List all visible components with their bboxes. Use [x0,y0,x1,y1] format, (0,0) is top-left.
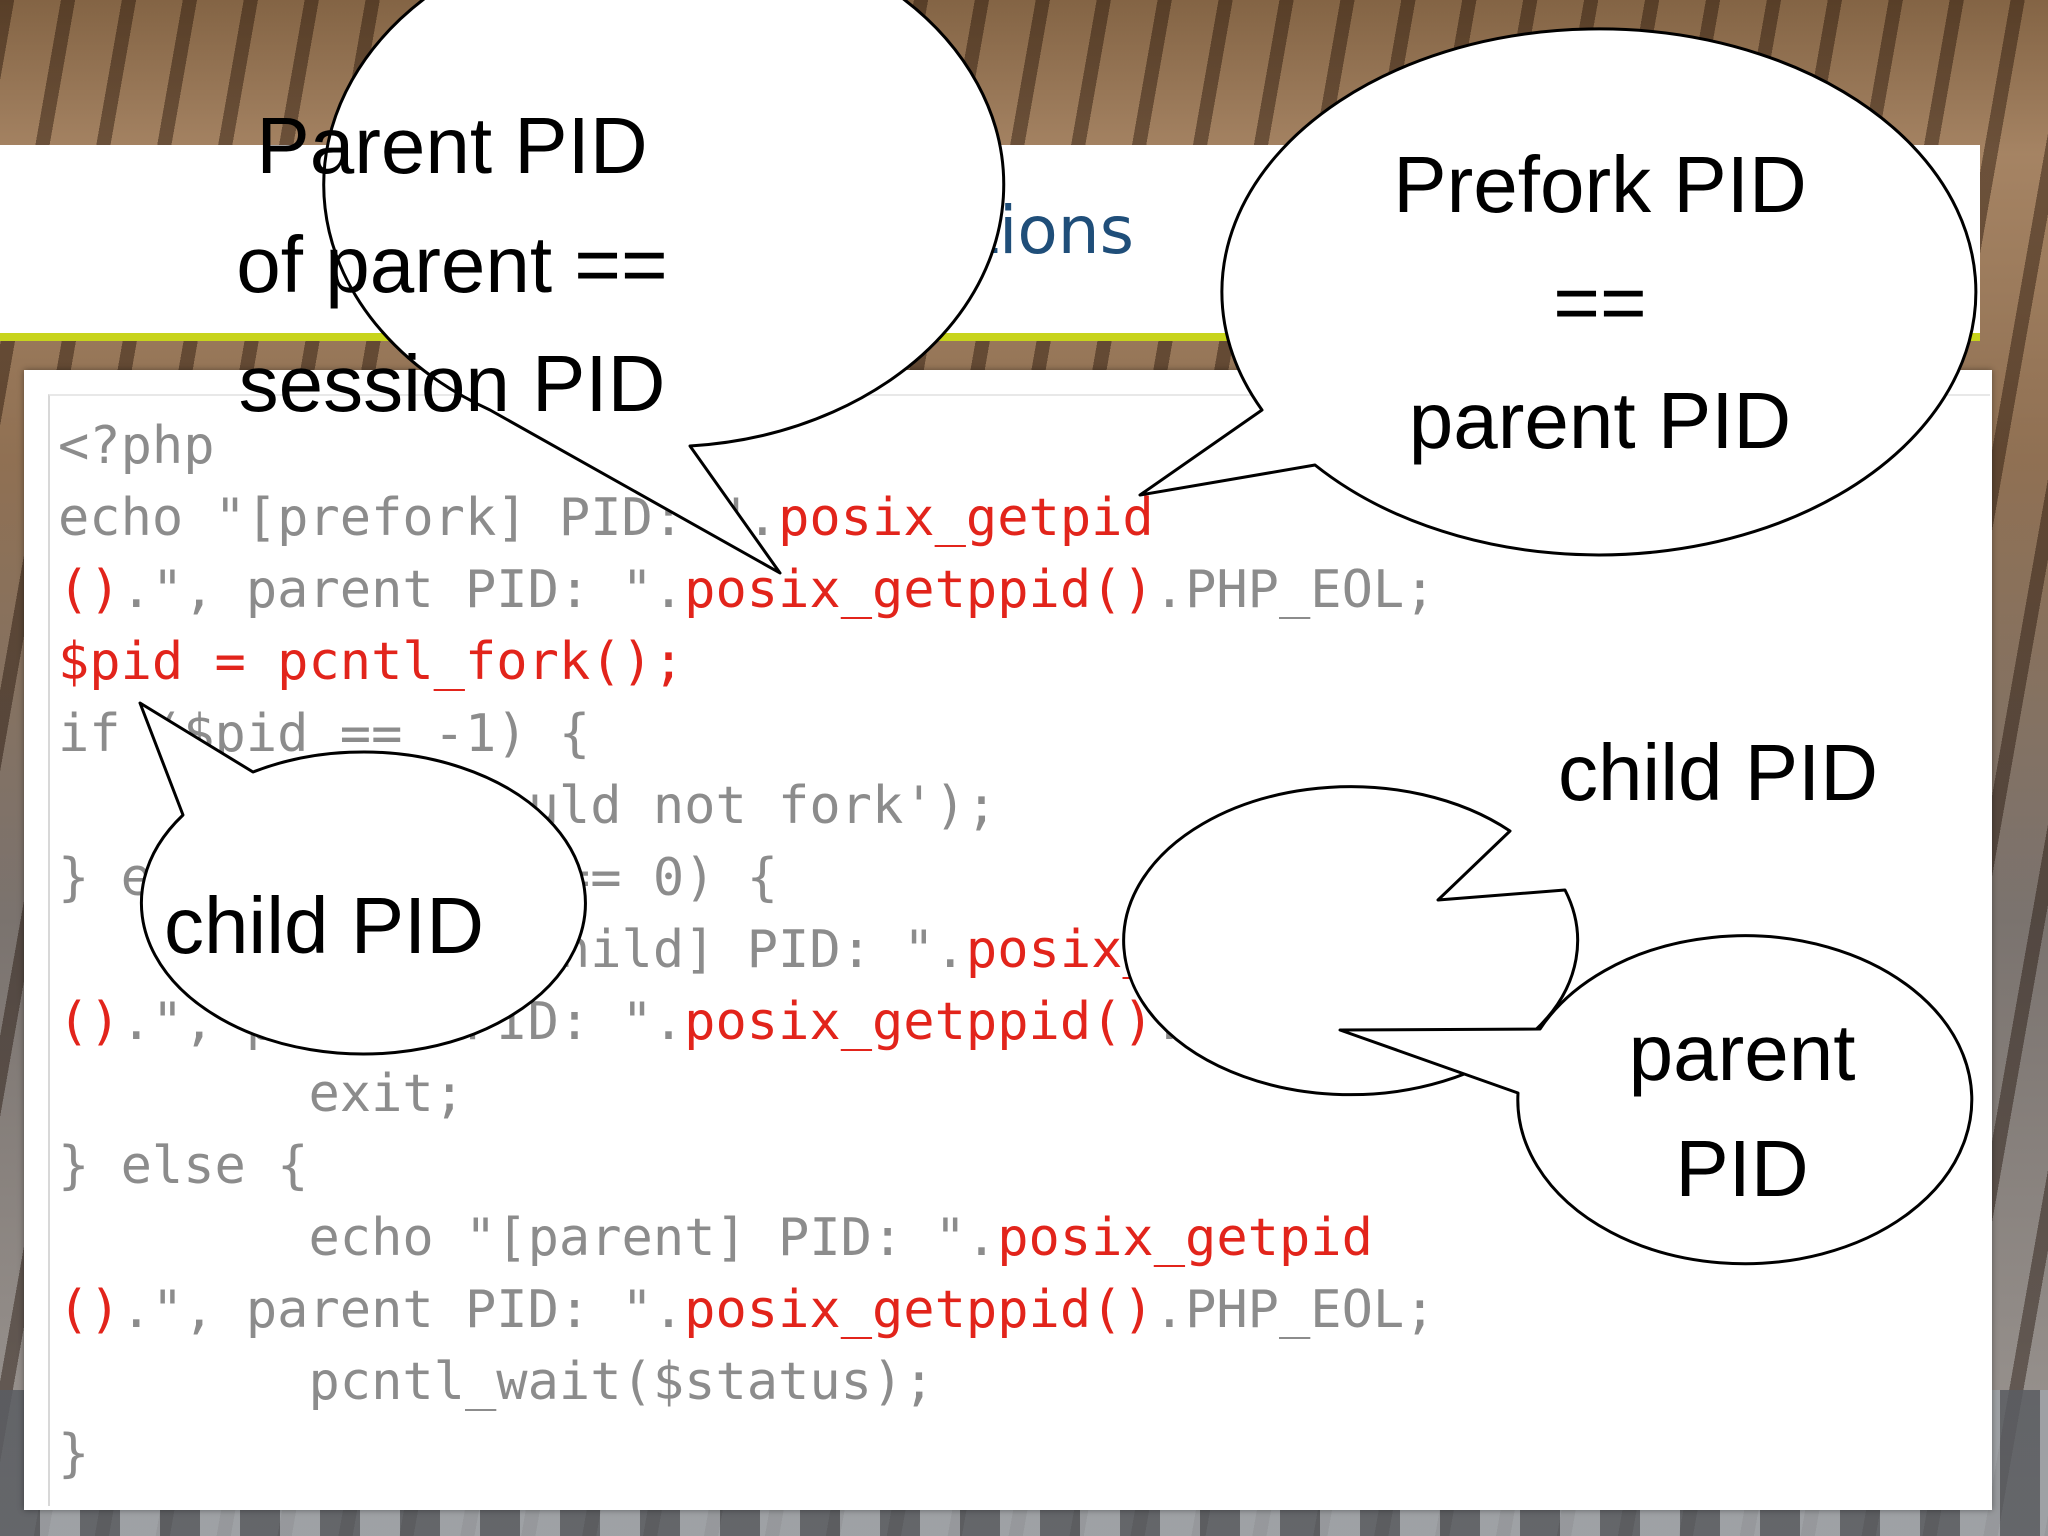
code-token: .PHP_EOL; [1153,560,1436,620]
code-token: .", parent PID: ". [120,1280,685,1340]
code-token-highlight: posix_getpid [778,488,1154,548]
code-token-highlight: posix_getppid() [684,992,1154,1052]
callout-parent-right [1338,934,1974,1266]
code-line: ().", parent PID: ".posix_getppid().PHP_… [58,1274,1436,1346]
code-line: $pid = pcntl_fork(); [58,626,1436,698]
code-line: <?php [58,410,1436,482]
callout-parent-of-parent-line-2: of parent == [236,220,667,309]
callout-prefork [1138,27,1978,557]
code-token: pcntl_wait($status); [58,1352,935,1412]
callout-prefork-line-3: parent PID [1409,376,1791,465]
code-token: .", parent PID: ". [120,560,685,620]
code-token: if ($pid == -1) { [58,704,591,764]
code-token: .PHP_EOL; [1153,1280,1436,1340]
code-line: ().", parent PID: ".posix_getppid().PHP_… [58,554,1436,626]
callout-parent-right-line-2: PID [1675,1124,1808,1213]
code-frame [48,394,1990,1506]
callout-prefork-line-1: Prefork PID [1393,140,1806,229]
code-token-highlight: posix_getppid() [684,1280,1154,1340]
code-token: } else { [58,1136,309,1196]
code-token: echo "[parent] PID: ". [58,1208,998,1268]
code-token: exit; [58,1064,465,1124]
callout-child-left [138,701,587,1056]
code-line: pcntl_wait($status); [58,1346,1436,1418]
code-token-highlight: () [58,992,121,1052]
code-token-highlight: () [58,1280,121,1340]
code-token-highlight: posix_getpid [997,1208,1373,1268]
callout-prefork-line-2: == [1553,258,1646,347]
callout-parent-of-parent [322,0,1006,575]
title-underline [0,333,1980,341]
callout-child-right-line-1: child PID [1558,728,1878,817]
code-line: } else { [58,1130,1436,1202]
callout-child-left-line-1: child PID [164,881,484,970]
code-token-highlight: posix_getppid() [684,560,1154,620]
code-line: exit; [58,1058,1436,1130]
callout-parent-of-parent-line-1: Parent PID [256,101,647,190]
callout-parent-right-line-1: parent [1629,1008,1856,1097]
code-token: <?php [58,416,215,476]
code-line: echo "[parent] PID: ".posix_getpid [58,1202,1436,1274]
code-token-highlight: () [58,560,121,620]
code-line: } [58,1418,1436,1490]
code-token: } [58,1424,90,1484]
callout-parent-of-parent-line-3: session PID [239,339,666,428]
code-token-highlight: $pid = pcntl_fork(); [58,632,685,692]
code-line: if ($pid == -1) { [58,698,1436,770]
